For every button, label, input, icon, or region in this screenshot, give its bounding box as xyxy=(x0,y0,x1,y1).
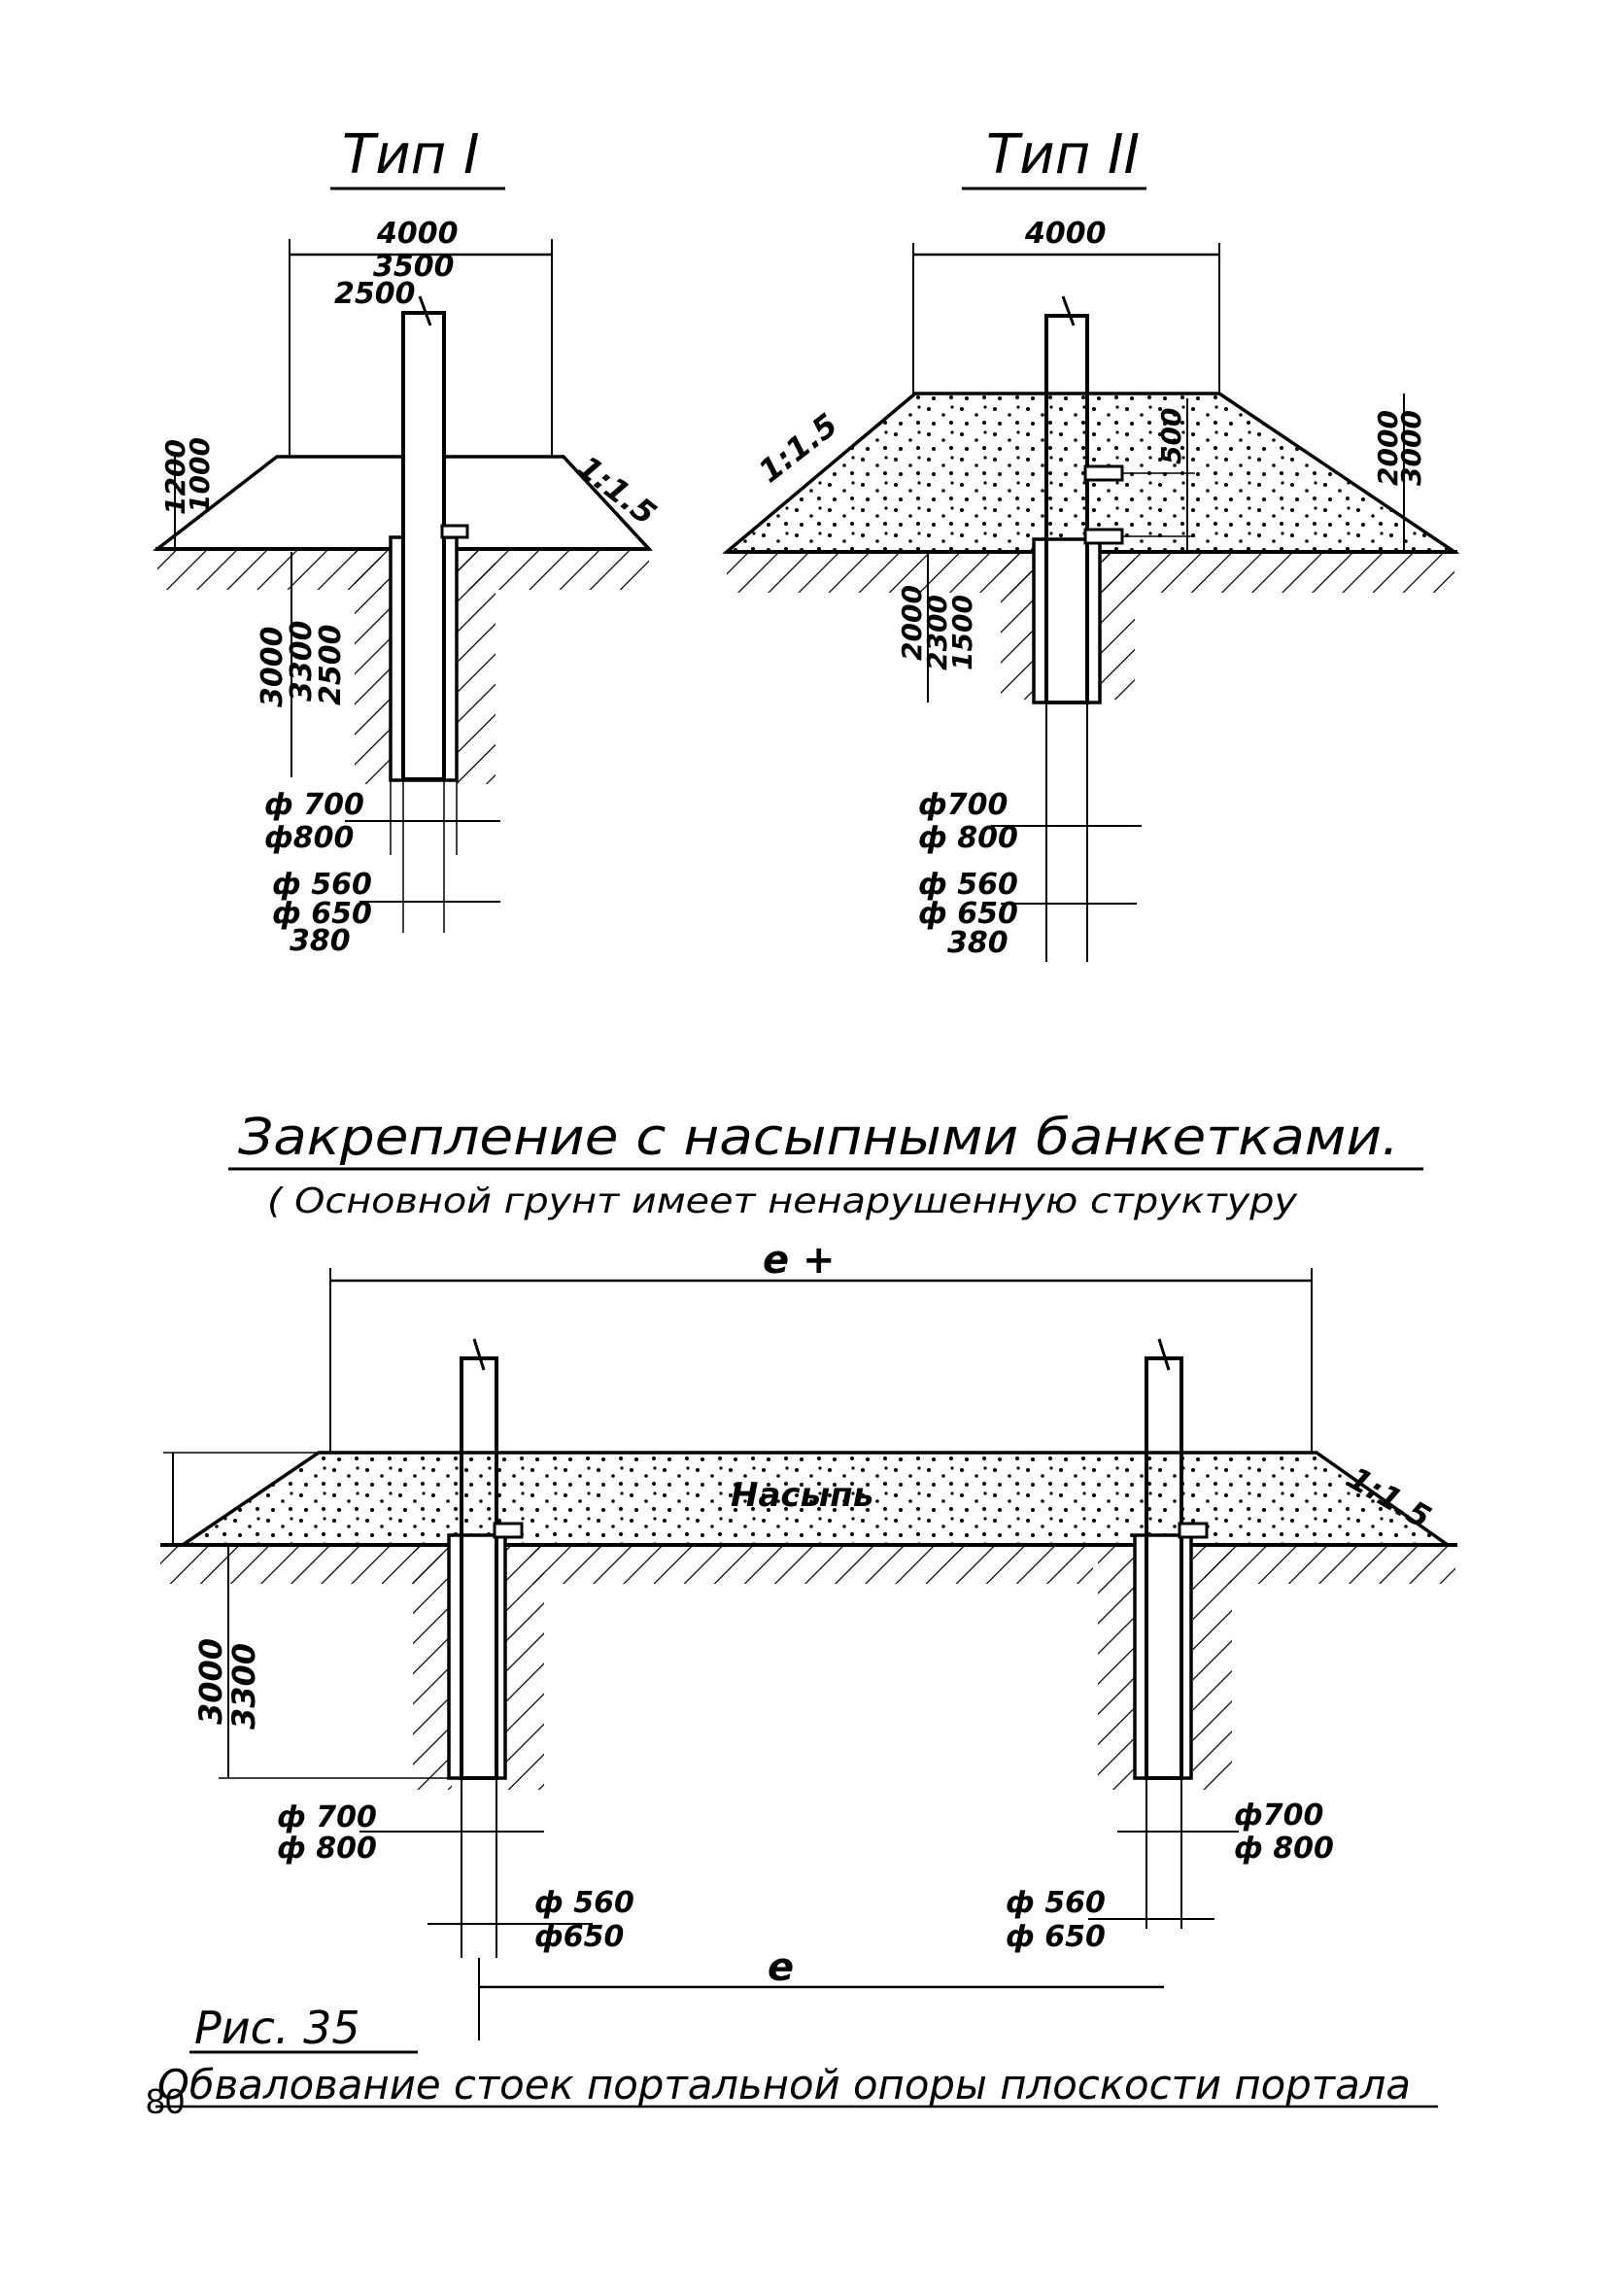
portal-right-bolt xyxy=(1178,1522,1209,1539)
type2-dim-380: 380 xyxy=(947,926,1009,960)
type1-ground-hatch-left xyxy=(157,551,381,590)
portal-drawing: е + Насыпь 1:1.5 3000 3300 xyxy=(160,1238,1457,2040)
type2-ground-hatch-right xyxy=(1103,554,1454,593)
portal-right-pit-hatch-l xyxy=(1098,1547,1137,1790)
type2-dim-2000: 2000 xyxy=(1372,410,1404,486)
type2-bolt-lower xyxy=(1083,528,1124,545)
type2-dim-phi650: ф 650 xyxy=(918,897,1018,931)
type1-dim-380: 380 xyxy=(290,924,351,958)
type1-bolt xyxy=(440,524,469,539)
portal-left-phi800: ф 800 xyxy=(277,1832,377,1866)
type1-dim-2500: 2500 xyxy=(334,277,416,311)
type1-dim-2500-depth: 2500 xyxy=(314,625,348,706)
portal-span-top-label: е + xyxy=(763,1238,836,1283)
type1-title: Тип I xyxy=(342,123,480,187)
type2-ground-hatch-left xyxy=(727,554,1038,593)
type2-post xyxy=(1044,314,1089,704)
type1-post xyxy=(401,311,446,781)
portal-dim-3000: 3000 xyxy=(192,1638,229,1725)
type2-pit xyxy=(1032,537,1102,704)
type2-pit-hatch-right xyxy=(1100,554,1135,700)
portal-ground-hatch-mid xyxy=(530,1547,1093,1584)
portal-ground-hatch-right xyxy=(1205,1547,1455,1584)
type2-post-break xyxy=(1061,295,1076,326)
portal-ground-hatch-left xyxy=(160,1547,442,1584)
portal-dim-3300: 3300 xyxy=(225,1643,262,1730)
portal-right-phi650: ф 650 xyxy=(1006,1920,1106,1954)
type2-dim-3000: 3000 xyxy=(1395,410,1427,486)
page-number: 80 xyxy=(146,2081,186,2121)
type2-dim-2300: 2300 xyxy=(921,595,953,670)
figure-number: Рис. 35 xyxy=(194,2002,360,2054)
portal-span-bottom-label: е xyxy=(768,1945,794,1990)
type2-dim-4000: 4000 xyxy=(1024,217,1107,251)
portal-left-post-break xyxy=(472,1338,486,1371)
type2-title: Тип II xyxy=(986,123,1140,187)
type1-dim-1000: 1000 xyxy=(184,437,216,513)
portal-left-phi700: ф 700 xyxy=(277,1800,377,1834)
type1-post-break xyxy=(418,295,432,326)
type1-pit-hatch-right xyxy=(457,551,496,784)
type2-dim-phi800: ф 800 xyxy=(918,821,1018,855)
type2-bolt-upper xyxy=(1083,464,1124,482)
portal-right-phi700: ф700 xyxy=(1234,1799,1323,1833)
portal-right-phi800: ф 800 xyxy=(1234,1832,1334,1866)
type2-dim-1500: 1500 xyxy=(946,595,978,670)
type2-dim-phi700: ф700 xyxy=(918,788,1008,822)
section-subheading: ( Основной грунт имеет ненарушенную стру… xyxy=(267,1182,1298,1221)
type1-dim-phi800: ф800 xyxy=(264,821,354,855)
portal-left-phi650: ф650 xyxy=(534,1920,624,1954)
type2-drawing: Тип II 4000 500 2000 3000 1:1.5 2000 230… xyxy=(722,123,1460,962)
portal-right-pit-hatch-r xyxy=(1193,1547,1232,1790)
portal-left-bolt xyxy=(493,1522,524,1539)
type2-pit-hatch-left xyxy=(1001,554,1036,700)
type2-dim-500: 500 xyxy=(1155,408,1187,464)
section-heading: Закрепление с насыпными банкетками. xyxy=(238,1109,1399,1167)
type1-dim-4000: 4000 xyxy=(376,217,459,251)
figure-caption: Обвалование стоек портальной опоры плоск… xyxy=(157,2061,1411,2108)
type1-dim-phi560: ф 560 xyxy=(272,868,372,902)
portal-right-post-break xyxy=(1157,1338,1171,1371)
portal-left-pit-hatch-l xyxy=(413,1547,452,1790)
type1-dim-3000: 3000 xyxy=(256,627,290,708)
type1-dim-phi700: ф 700 xyxy=(264,788,364,822)
type1-drawing: Тип I 4000 3500 2500 1200 1000 1:1.5 300… xyxy=(152,123,664,958)
type1-dim-3300: 3300 xyxy=(285,621,319,703)
type1-dim-phi650: ф 650 xyxy=(272,897,372,931)
type2-dim-2000-depth: 2000 xyxy=(896,585,928,661)
type1-pit-hatch-left xyxy=(355,551,393,784)
type2-dim-phi560: ф 560 xyxy=(918,868,1018,902)
type1-dim-1200: 1200 xyxy=(159,439,191,515)
portal-fill-label: Насыпь xyxy=(731,1476,873,1515)
portal-right-phi560: ф 560 xyxy=(1006,1886,1106,1920)
type1-dim-3500: 3500 xyxy=(373,250,455,284)
portal-left-phi560: ф 560 xyxy=(534,1886,634,1920)
portal-left-pit-hatch-r xyxy=(505,1547,544,1790)
